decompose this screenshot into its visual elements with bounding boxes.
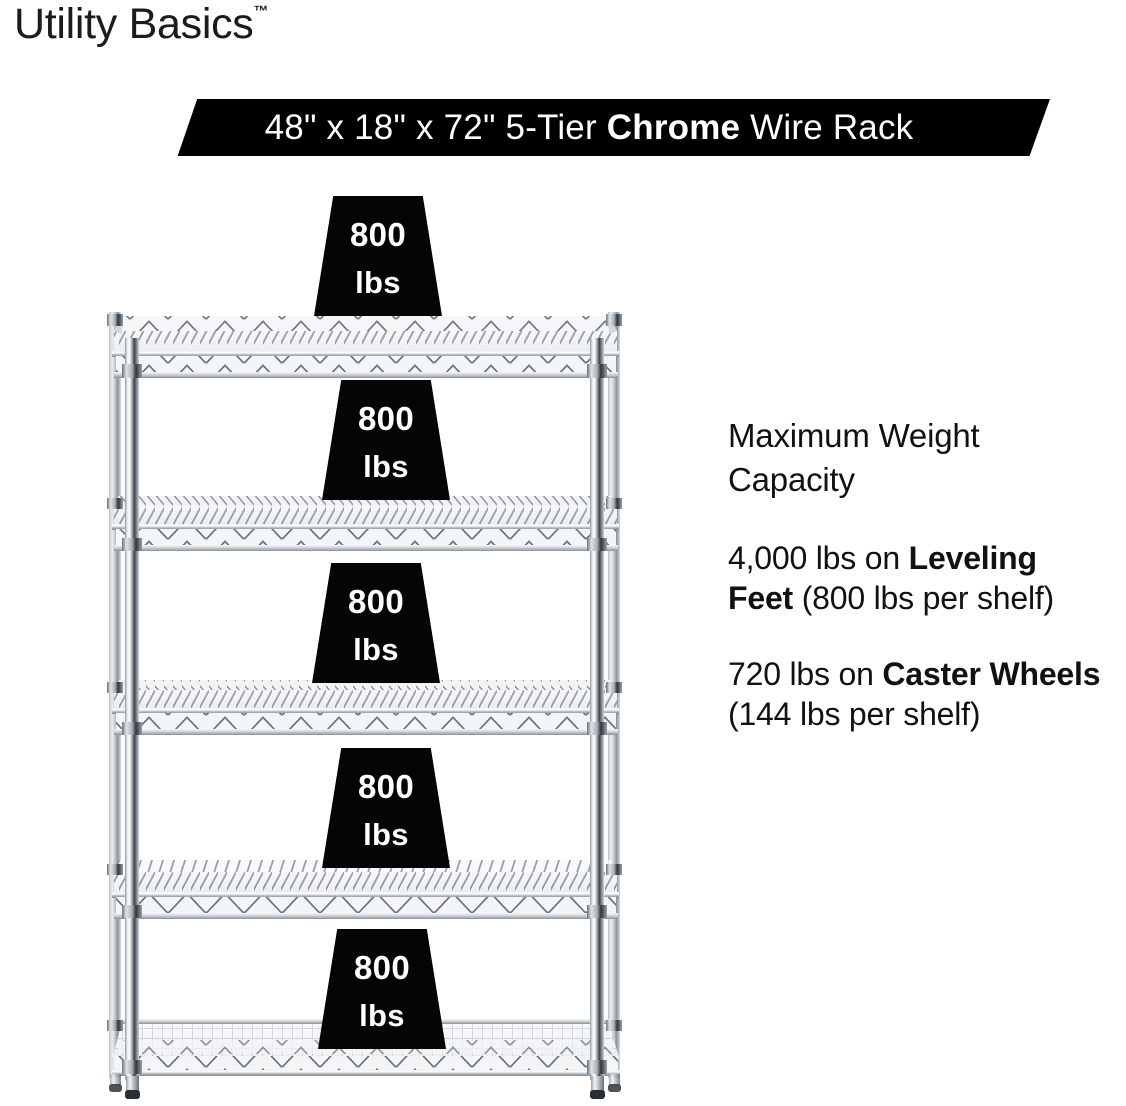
banner-dimensions: 48" x 18" x 72": [264, 107, 496, 147]
weight-badge-tier-4: 800 lbs: [322, 380, 450, 500]
weight-badge-tier-1: 800 lbs: [318, 929, 446, 1049]
front-posts: [125, 338, 604, 1080]
weight-value: 800: [354, 949, 410, 986]
banner-tiers: 5-Tier: [505, 107, 597, 147]
brand-logo: Utility Basics™: [14, 0, 269, 48]
product-title-text: 48" x 18" x 72" 5-Tier Chrome Wire Rack: [120, 99, 1050, 156]
leveling-feet-total: 4,000 lbs on: [728, 539, 909, 576]
weight-badge-tier-2: 800 lbs: [322, 748, 450, 868]
wire-rack-illustration: [92, 298, 662, 1099]
weight-unit: lbs: [359, 998, 405, 1033]
weight-value: 800: [358, 768, 414, 805]
banner-product: Wire Rack: [750, 107, 914, 147]
caster-wheels-capacity: 720 lbs on Caster Wheels (144 lbs per sh…: [728, 654, 1106, 734]
shelf-tier-2: [112, 860, 619, 919]
leveling-feet-emphasis: Leveling Feet: [728, 539, 1037, 616]
product-title-banner: [177, 99, 1050, 156]
caster-wheels-total: 720 lbs on: [728, 655, 883, 692]
weight-unit: lbs: [353, 632, 399, 667]
weight-value: 800: [350, 216, 406, 253]
leveling-feet-detail: (800 lbs per shelf): [793, 579, 1055, 616]
rack-graphic: [107, 312, 622, 1099]
brand-name: Utility Basics: [14, 0, 254, 48]
weight-unit: lbs: [355, 265, 401, 300]
caster-wheels-emphasis: Caster Wheels: [882, 655, 1101, 692]
shelf-tier-5: [112, 316, 619, 378]
banner-finish: Chrome: [606, 107, 741, 147]
leveling-feet-capacity: 4,000 lbs on Leveling Feet (800 lbs per …: [728, 538, 1106, 618]
shelf-tier-3: [112, 680, 619, 735]
weight-badge-tier-3: 800 lbs: [312, 563, 440, 683]
weight-unit: lbs: [363, 817, 409, 852]
weight-value: 800: [358, 400, 414, 437]
weight-badge-tier-5: 800 lbs: [314, 196, 442, 316]
shelf-tier-4: [112, 496, 619, 551]
leveling-feet: [109, 1074, 621, 1099]
capacity-heading: Maximum Weight Capacity: [728, 417, 980, 498]
weight-unit: lbs: [363, 449, 409, 484]
capacity-copy-block: Maximum Weight Capacity 4,000 lbs on Lev…: [728, 414, 1106, 734]
trademark-symbol: ™: [253, 3, 269, 20]
post-collars: [107, 314, 622, 1074]
caster-wheels-detail: (144 lbs per shelf): [728, 695, 981, 732]
weight-value: 800: [348, 583, 404, 620]
